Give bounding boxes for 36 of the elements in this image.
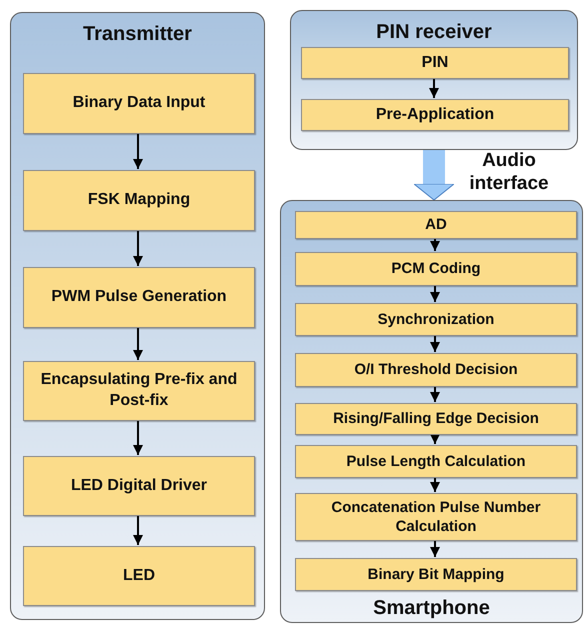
process-box: LED Digital Driver (23, 456, 255, 516)
process-box: LED (23, 546, 255, 606)
panel-heading: Smartphone (372, 597, 491, 620)
arrow (430, 238, 440, 251)
arrow (133, 230, 143, 266)
process-box: Concatenation Pulse Number Calculation (295, 493, 577, 541)
arrow (430, 386, 440, 402)
arrow (133, 420, 143, 455)
arrow (430, 434, 440, 444)
arrow (430, 285, 440, 302)
process-box: PIN (301, 47, 569, 79)
process-box: O/I Threshold Decision (295, 353, 577, 387)
arrow (133, 515, 143, 545)
arrow (133, 133, 143, 169)
process-box: Pulse Length Calculation (295, 445, 577, 478)
process-box: Binary Bit Mapping (295, 558, 577, 591)
panel-heading: Transmitter (82, 23, 193, 46)
group-panel (290, 10, 578, 150)
arrow (430, 335, 440, 352)
process-box: PCM Coding (295, 252, 577, 286)
arrow (430, 540, 440, 557)
arrow (429, 78, 439, 98)
group-panel (10, 12, 265, 620)
arrow (133, 327, 143, 360)
process-box: Pre-Application (301, 99, 569, 131)
process-box: Rising/Falling Edge Decision (295, 403, 577, 435)
process-box: Synchronization (295, 303, 577, 336)
group-panel (280, 200, 583, 623)
panel-heading: PIN receiver (375, 21, 493, 44)
arrow (430, 477, 440, 492)
process-box: FSK Mapping (23, 170, 255, 231)
process-box: AD (295, 211, 577, 239)
process-box: Binary Data Input (23, 73, 255, 134)
process-box: Encapsulating Pre-fix and Post-fix (23, 361, 255, 421)
block-arrow (414, 150, 454, 200)
process-box: PWM Pulse Generation (23, 267, 255, 328)
